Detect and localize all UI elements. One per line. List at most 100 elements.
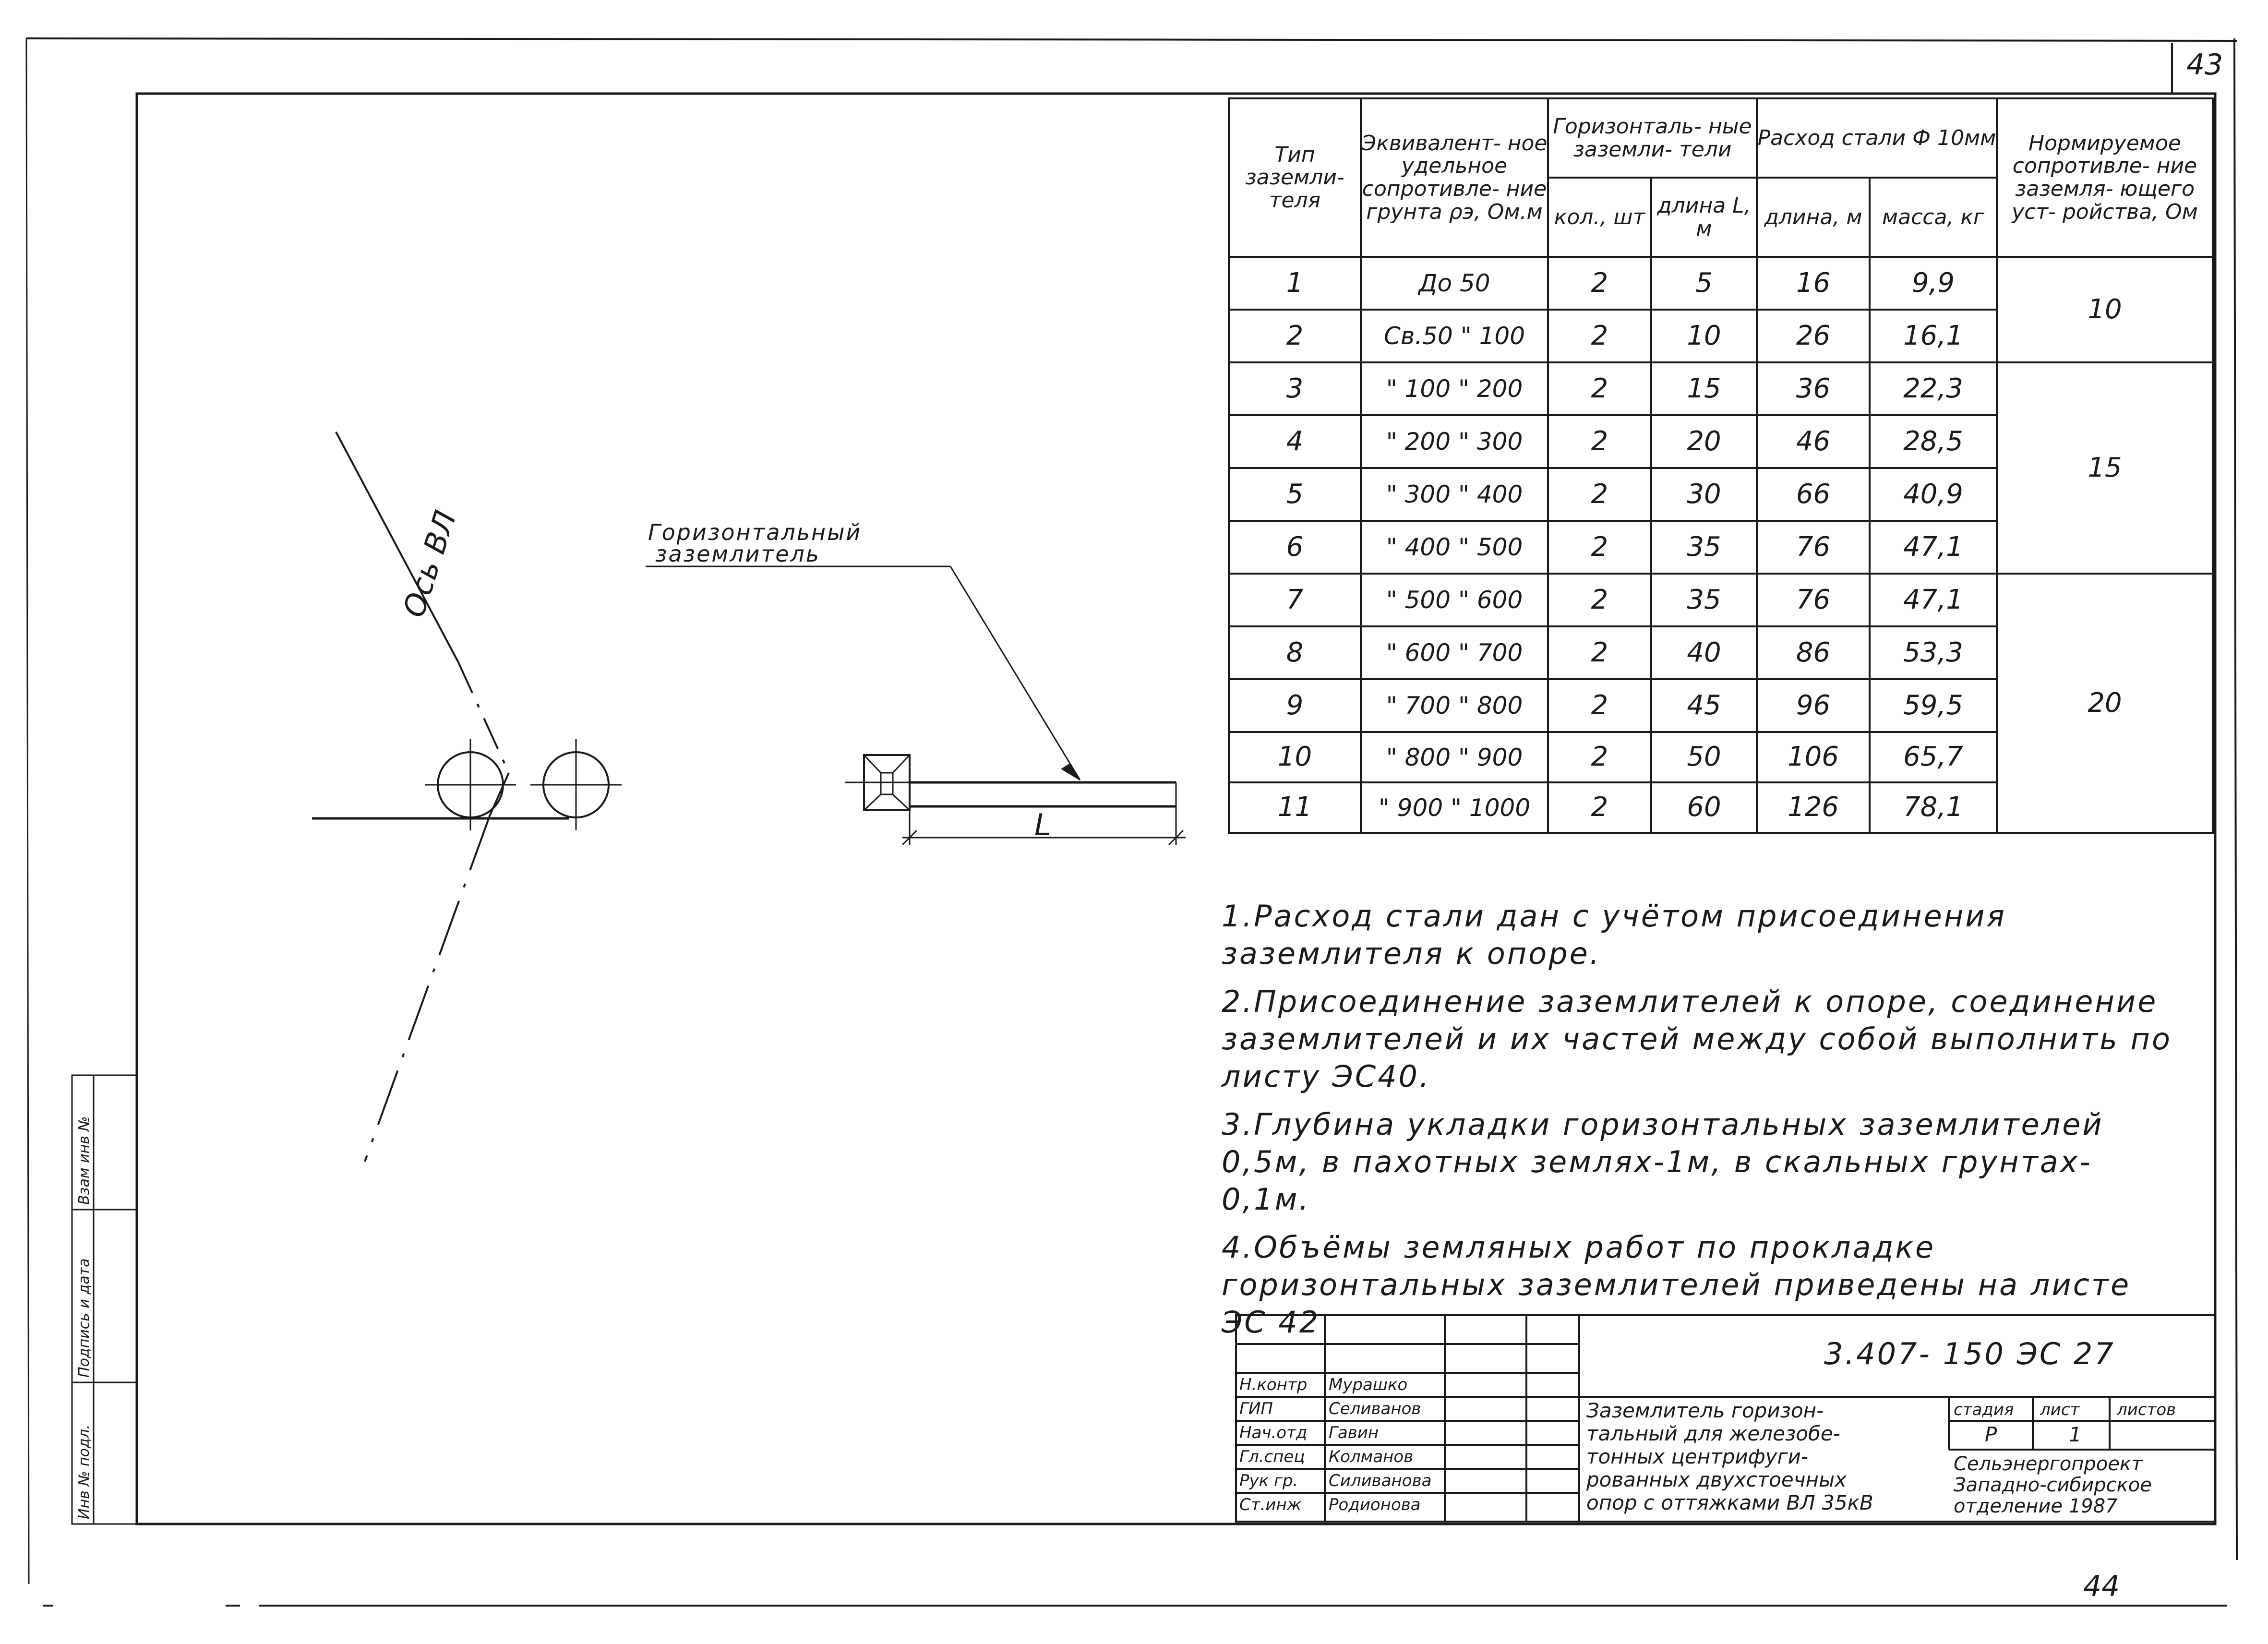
table-cell-type: 4: [1286, 425, 1304, 457]
table-cell-length: 15: [1687, 372, 1721, 404]
table-cell-resistivity: " 400 " 500: [1386, 533, 1523, 561]
table-cell-type: 9: [1286, 689, 1304, 721]
table-cell-resistivity: " 300 " 400: [1386, 480, 1523, 508]
table-cell-type: 3: [1286, 372, 1304, 404]
table-cell-length: 35: [1687, 584, 1721, 615]
table-cell-resistivity: " 600 " 700: [1386, 639, 1523, 667]
title-block-role: ГИП: [1239, 1399, 1273, 1418]
table-cell-mass: 53,3: [1903, 636, 1963, 668]
doc-title-line: тальный для железобе-: [1586, 1422, 1840, 1445]
header-length: длина L, м: [1657, 193, 1751, 241]
table-cell-resistivity: Св.50 " 100: [1383, 322, 1525, 350]
org-line: Сельэнергопроект: [1954, 1453, 2143, 1475]
org-line: отделение 1987: [1954, 1495, 2118, 1517]
table-cell-length: 20: [1687, 425, 1721, 457]
header-type: Тип заземли- теля: [1245, 142, 1344, 213]
table-cell-resistivity: " 500 " 600: [1386, 586, 1523, 614]
header-horizontal-group: Горизонталь- ные заземли- тели: [1553, 114, 1752, 162]
table-cell-count: 2: [1591, 425, 1608, 457]
table-cell-type: 11: [1277, 792, 1312, 823]
table-cell-steel-length: 36: [1796, 372, 1831, 404]
table-cell-length: 45: [1687, 689, 1721, 721]
norm-group-2: 15: [2088, 452, 2122, 483]
page-number-top: 43: [2186, 48, 2223, 82]
title-block-name: Мурашко: [1329, 1375, 1408, 1394]
table-cell-count: 2: [1591, 792, 1608, 823]
note-4: 4.Объёмы земляных работ по прокладке гор…: [1222, 1230, 2131, 1340]
table-cell-length: 30: [1687, 478, 1721, 510]
note-2: 2.Присоединение заземлителей к опоре, со…: [1222, 984, 2172, 1094]
stage-value: Р: [1985, 1423, 1997, 1446]
table-cell-count: 2: [1591, 636, 1608, 668]
table-cell-mass: 16,1: [1903, 320, 1963, 351]
header-steel-length: длина, м: [1764, 204, 1862, 229]
table-cell-type: 1: [1286, 267, 1304, 299]
note-1: 1.Расход стали дан с учётом присоединени…: [1222, 899, 2006, 971]
table-cell-length: 40: [1687, 636, 1721, 668]
table-cell-steel-length: 26: [1796, 320, 1831, 351]
table-cell-steel-length: 76: [1796, 584, 1831, 615]
table-cell-mass: 9,9: [1911, 267, 1955, 299]
table-cell-count: 2: [1591, 689, 1608, 721]
table-cell-resistivity: " 900 " 1000: [1378, 793, 1531, 822]
inner-frame: [135, 92, 2217, 1525]
header-resistivity: Эквивалент- ное удельное сопротивле- ние…: [1361, 131, 1548, 224]
notes: 1.Расход стали дан с учётом присоединени…: [1222, 898, 2182, 1352]
page-number-bottom: 44: [2083, 1570, 2120, 1603]
table-cell-steel-length: 46: [1796, 425, 1831, 457]
table-cell-count: 2: [1591, 531, 1608, 563]
axis-line-lower: [364, 816, 491, 1162]
table-cell-steel-length: 66: [1796, 478, 1831, 510]
table-cell-type: 2: [1286, 320, 1304, 351]
table-cell-length: 60: [1687, 792, 1721, 823]
header-steel-group: Расход стали Ф 10мм: [1757, 125, 1996, 150]
table-cell-mass: 40,9: [1903, 478, 1963, 510]
org-line: Западно-сибирское: [1954, 1474, 2152, 1496]
callout-label-line1: Горизонтальный: [648, 519, 862, 545]
table-cell-length: 35: [1687, 531, 1721, 563]
doc-code: 3.407- 150 ЭС 27: [1824, 1336, 2115, 1371]
sheet-top-edge: [26, 37, 2237, 42]
table-cell-count: 2: [1591, 584, 1608, 615]
norm-group-3: 20: [2088, 687, 2122, 719]
table-cell-steel-length: 126: [1788, 792, 1839, 823]
norm-group-1: 10: [2088, 293, 2122, 325]
side-stamp-grid: [71, 1074, 138, 1525]
title-block-name: Родионова: [1329, 1495, 1421, 1514]
title-block-role: Рук гр.: [1239, 1471, 1298, 1490]
header-mass: масса, кг: [1882, 204, 1985, 229]
note-3: 3.Глубина укладки горизонтальных заземли…: [1222, 1107, 2104, 1217]
doc-title-line: тонных центрифуги-: [1586, 1445, 1809, 1468]
table-cell-count: 2: [1591, 372, 1608, 404]
title-block-role: Гл.спец: [1239, 1447, 1305, 1466]
table-cell-resistivity: " 200 " 300: [1386, 428, 1523, 456]
table-cell-resistivity: " 700 " 800: [1386, 692, 1523, 720]
table-cell-count: 2: [1591, 267, 1608, 299]
table-cell-mass: 22,3: [1903, 372, 1963, 404]
axis-line-mid: [457, 662, 510, 773]
stage-label: стадия: [1954, 1400, 2014, 1419]
table-cell-mass: 28,5: [1903, 425, 1963, 457]
doc-title-line: Заземлитель горизон-: [1586, 1399, 1824, 1422]
table-cell-resistivity: " 100 " 200: [1386, 375, 1523, 403]
table-cell-count: 2: [1591, 478, 1608, 510]
doc-title-line: опор с оттяжками ВЛ 35кВ: [1586, 1491, 1873, 1514]
title-block-role: Ст.инж: [1239, 1495, 1302, 1514]
doc-title-line: рованных двухстоечных: [1586, 1468, 1847, 1491]
sheet-right-edge: [2233, 38, 2238, 1560]
table-cell-mass: 47,1: [1903, 584, 1963, 615]
sheets-label: листов: [2117, 1400, 2176, 1419]
side-stamp-inv: Инв № подл.: [76, 1424, 93, 1519]
table-cell-steel-length: 86: [1796, 636, 1831, 668]
title-block-role: Н.контр: [1239, 1375, 1308, 1394]
title-block-role: Нач.отд: [1239, 1423, 1308, 1442]
doc-title: Заземлитель горизон- тальный для железоб…: [1586, 1399, 1946, 1514]
table-cell-mass: 78,1: [1903, 792, 1963, 823]
sheet-label: лист: [2040, 1400, 2080, 1419]
title-block-grid: [1235, 1314, 2216, 1523]
table-cell-length: 5: [1695, 267, 1713, 299]
title-block-name: Силиванова: [1329, 1471, 1432, 1490]
table-cell-steel-length: 106: [1788, 741, 1839, 773]
table-cell-length: 50: [1687, 741, 1721, 773]
